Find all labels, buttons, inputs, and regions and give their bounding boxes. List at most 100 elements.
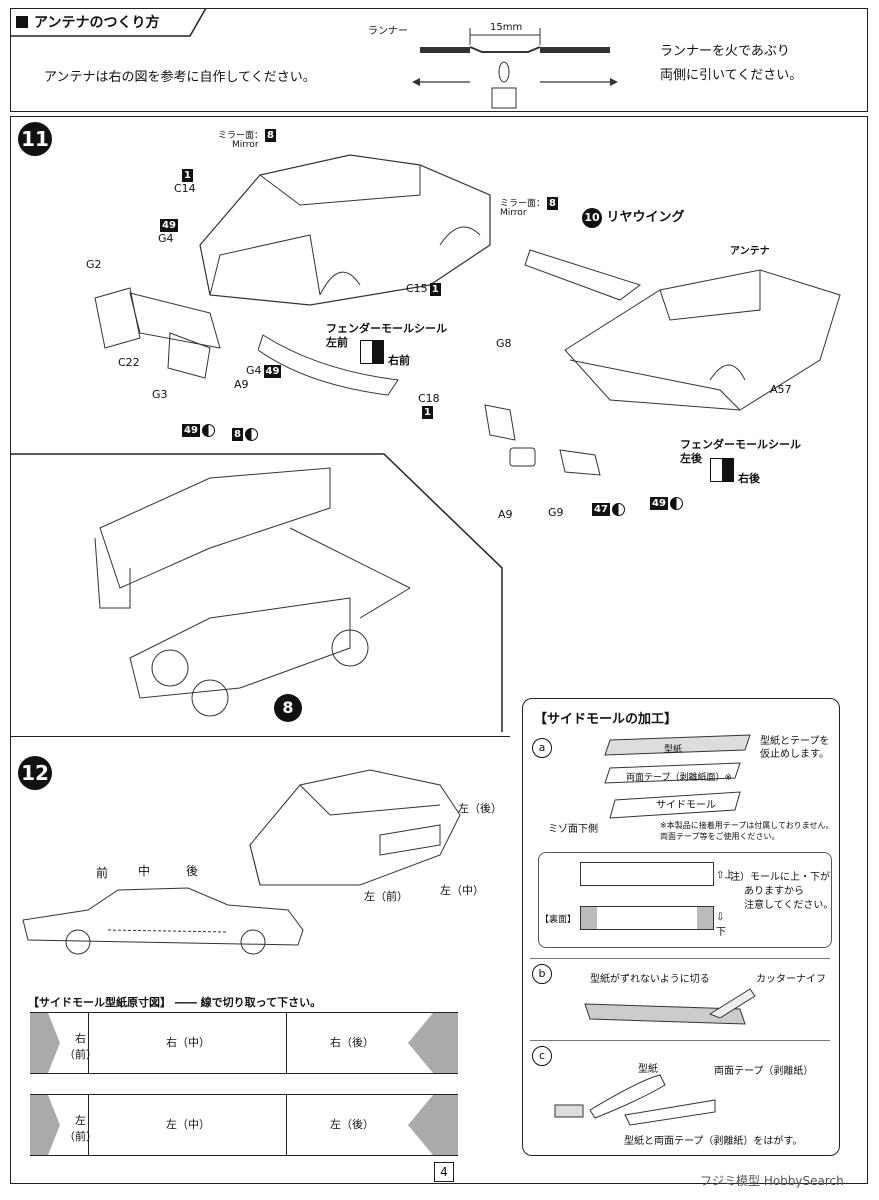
template-title-text: 【サイドモール型紙原寸図】 (28, 996, 171, 1009)
back-side-label: 【裏面】 (540, 915, 577, 925)
right-front-text2: （前） (64, 1048, 97, 1061)
c15-color-badge: 1 (429, 282, 441, 296)
antenna-title: アンテナのつくり方 (16, 12, 160, 32)
heat-line2: 両側に引いてください。 (660, 68, 803, 83)
mirror2-label: ミラー面：8 (500, 196, 558, 210)
left-front-label: 左前 (326, 336, 348, 349)
step12-divider (10, 736, 510, 737)
side-mold-title: 【サイドモールの加工】 (534, 712, 678, 727)
c-template: 型紙 (638, 1064, 658, 1075)
antenna-label: アンテナ (730, 246, 770, 257)
g4-label: G4 (158, 232, 174, 245)
peeling-diagram (554, 1074, 716, 1126)
g9-color-circle (611, 502, 625, 516)
step12-left-mid: 左（中） (440, 884, 484, 897)
antenna-section (10, 8, 868, 112)
left-strip-cut1 (88, 1095, 89, 1155)
step-b-mark: b (532, 964, 552, 984)
detail-panel (538, 852, 832, 948)
fender-seal2-label: フェンダーモールシール (680, 438, 801, 451)
step-c-mark: c (532, 1046, 552, 1066)
c14-label: C14 (174, 182, 196, 195)
cutter-label: カッターナイフ (756, 974, 826, 985)
seal-left-rear-marker (710, 458, 734, 482)
c15-text: C15 (406, 282, 428, 295)
step11-number: 11 (18, 122, 52, 156)
a-note1: 型紙とテープを (760, 736, 830, 747)
mirror2-text: ミラー面： (500, 199, 546, 209)
cutting-diagram (584, 988, 756, 1025)
template-instruction: 線で切り取って下さい。 (200, 996, 322, 1009)
left-mid-piece: 左（中） (166, 1118, 210, 1131)
g3-color: 49 (180, 423, 215, 437)
right-rear-label: 右後 (738, 472, 760, 485)
left-template-strip (30, 1094, 458, 1156)
a57-label: A57 (770, 383, 792, 396)
c18-color: 1 (420, 405, 433, 419)
g9b-color-circle (669, 496, 683, 510)
dimension-label: 15mm (490, 22, 523, 33)
template-title: 【サイドモール型紙原寸図】 ―― 線で切り取って下さい。 (28, 996, 322, 1009)
step11-section (10, 116, 868, 1184)
left-rear-piece: 左（後） (330, 1118, 374, 1131)
c14-color-badge: 1 (182, 168, 193, 182)
c-note: 型紙と両面テープ（剥離紙）をはがす。 (624, 1136, 803, 1147)
c-tape: 両面テープ（剥離紙） (714, 1066, 814, 1077)
grille-parts-sketch (94, 287, 221, 379)
step8-frame (10, 453, 503, 732)
g9b-color-badge: 49 (650, 496, 668, 510)
g9b-color: 49 (648, 496, 683, 510)
mold-top-view (580, 862, 714, 886)
up-label: ⇧上 (716, 870, 735, 881)
g9-color: 47 (590, 502, 625, 516)
mirror1-label: ミラー面：8 (218, 128, 276, 142)
step12-car-sketch (249, 769, 461, 886)
rear-wing-label: 10 リヤウイング (582, 206, 685, 228)
c18-color-badge: 1 (422, 405, 433, 419)
runner-label: ランナー (368, 26, 408, 37)
left-front-piece: 左（前） (64, 1112, 97, 1144)
layer-diagram (604, 734, 751, 819)
right-template-strip (30, 1012, 458, 1074)
g4-color-badge: 49 (160, 218, 178, 232)
up-text: 上 (724, 870, 735, 881)
tail-parts-sketch (484, 404, 601, 476)
g3-color-badge: 49 (182, 423, 200, 437)
car-body-front-sketch (199, 154, 491, 306)
a9-color-badge: 8 (232, 427, 243, 441)
g2-label: G2 (86, 258, 102, 271)
a9-label: A9 (234, 378, 249, 391)
side-view-car (22, 887, 304, 955)
a-note2: 仮止めします。 (760, 749, 829, 760)
step12-left-front: 左（前） (364, 890, 408, 903)
heat-line1: ランナーを火であぶり (660, 44, 790, 59)
tape-label: 両面テープ（剥離紙面）※ (626, 773, 733, 783)
note-line1: 注）モールに上・下が (730, 872, 830, 883)
step10-number: 10 (582, 207, 602, 228)
mirror2-color: 8 (547, 197, 558, 210)
left-front-text2: （前） (64, 1130, 97, 1143)
c14-color: 1 (180, 168, 193, 182)
g9-label: G9 (548, 506, 564, 519)
g4b-color-badge: 49 (263, 364, 282, 378)
g9-color-badge: 47 (592, 502, 610, 516)
left-rear-label: 左後 (680, 452, 702, 465)
mirror1-en: Mirror (232, 140, 259, 150)
notice1: ※本製品に接着用テープは付属しておりません。 (660, 821, 834, 830)
antenna-instruction: アンテナは右の図を参考に自作してください。 (44, 70, 316, 85)
g4-color: 49 (158, 218, 178, 232)
down-text: 下 (716, 927, 726, 938)
right-strip-cut2 (286, 1013, 287, 1073)
rear-wing-text: リヤウイング (606, 210, 685, 225)
step12-number: 12 (18, 756, 52, 790)
fender-seal-label: フェンダーモールシール (326, 322, 447, 335)
g4b-text: G4 (246, 364, 262, 377)
step-a-mark: a (532, 738, 552, 758)
right-front-piece: 右（前） (64, 1030, 97, 1062)
bumper-sketch (258, 334, 399, 396)
panel-divider-c (530, 1040, 830, 1041)
g8-label: G8 (496, 337, 512, 350)
c18-label: C18 (418, 392, 440, 405)
